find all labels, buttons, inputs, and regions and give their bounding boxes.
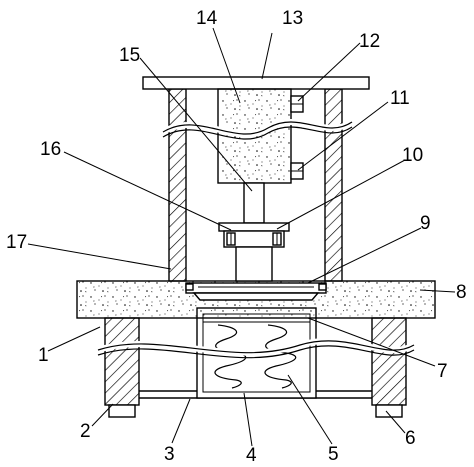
break-line-upper [161, 119, 354, 140]
label-10: 10 [402, 145, 423, 166]
right-spring [264, 324, 297, 389]
label-9: 9 [420, 213, 431, 234]
label-7: 7 [437, 361, 448, 382]
label-11: 11 [390, 88, 410, 109]
flange [218, 222, 290, 248]
left-leg [104, 317, 140, 418]
label-4: 4 [246, 445, 257, 466]
label-5: 5 [328, 444, 339, 465]
label-3: 3 [164, 444, 175, 465]
label-17: 17 [6, 232, 27, 253]
label-2: 2 [80, 421, 91, 442]
left-column [168, 88, 187, 282]
top-plate [142, 76, 370, 90]
break-line-lower [97, 337, 416, 359]
label-15: 15 [119, 45, 140, 66]
left-spring [214, 324, 247, 389]
label-8: 8 [456, 282, 467, 303]
label-12: 12 [359, 31, 380, 52]
piston-rod [243, 182, 265, 224]
port-upper [290, 95, 304, 113]
reference-numerals: 1 2 3 4 5 6 7 8 9 10 11 12 13 14 15 16 1… [6, 8, 467, 466]
leader-lines [27, 27, 456, 447]
right-column [324, 88, 343, 282]
label-13: 13 [282, 8, 303, 29]
label-16: 16 [40, 139, 61, 160]
punch-head [235, 246, 273, 282]
label-14: 14 [196, 8, 218, 29]
label-6: 6 [405, 428, 416, 449]
die-seat [185, 282, 327, 301]
port-lower [290, 162, 304, 180]
right-leg [371, 317, 407, 418]
label-1: 1 [38, 345, 49, 366]
